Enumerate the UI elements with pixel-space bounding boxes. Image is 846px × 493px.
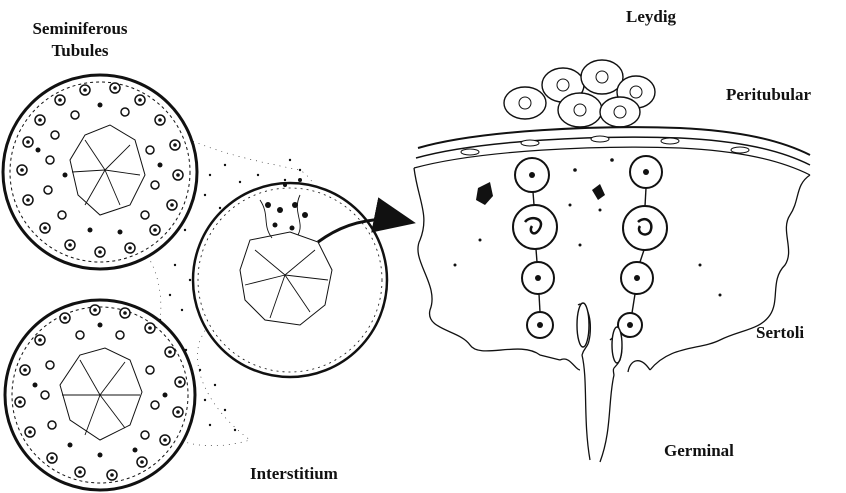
germ-nuclei <box>529 169 649 328</box>
sertoli-label: Sertoli <box>756 322 804 344</box>
germinal-label: Germinal <box>664 440 734 462</box>
tubule-bottom-left <box>5 300 195 490</box>
leydig-cells <box>504 60 655 127</box>
leydig-label: Leydig <box>626 6 676 28</box>
tubule-sectioned <box>193 178 387 377</box>
spermatid-heads <box>577 303 622 363</box>
peritubular-label: Peritubular <box>726 84 811 106</box>
section-marks <box>454 158 722 296</box>
germ-column-right <box>618 156 667 337</box>
peritubular-layer <box>414 127 810 175</box>
seminiferous-label-line1: Seminiferous <box>0 18 160 40</box>
interstitium-label: Interstitium <box>250 463 338 485</box>
seminiferous-label-line2: Tubules <box>0 40 160 62</box>
seminiferous-tubules-label: Seminiferous Tubules <box>0 18 160 62</box>
germ-column-left <box>513 158 557 338</box>
germ-column-connectors <box>533 188 646 313</box>
tubule-top-left <box>3 75 197 269</box>
